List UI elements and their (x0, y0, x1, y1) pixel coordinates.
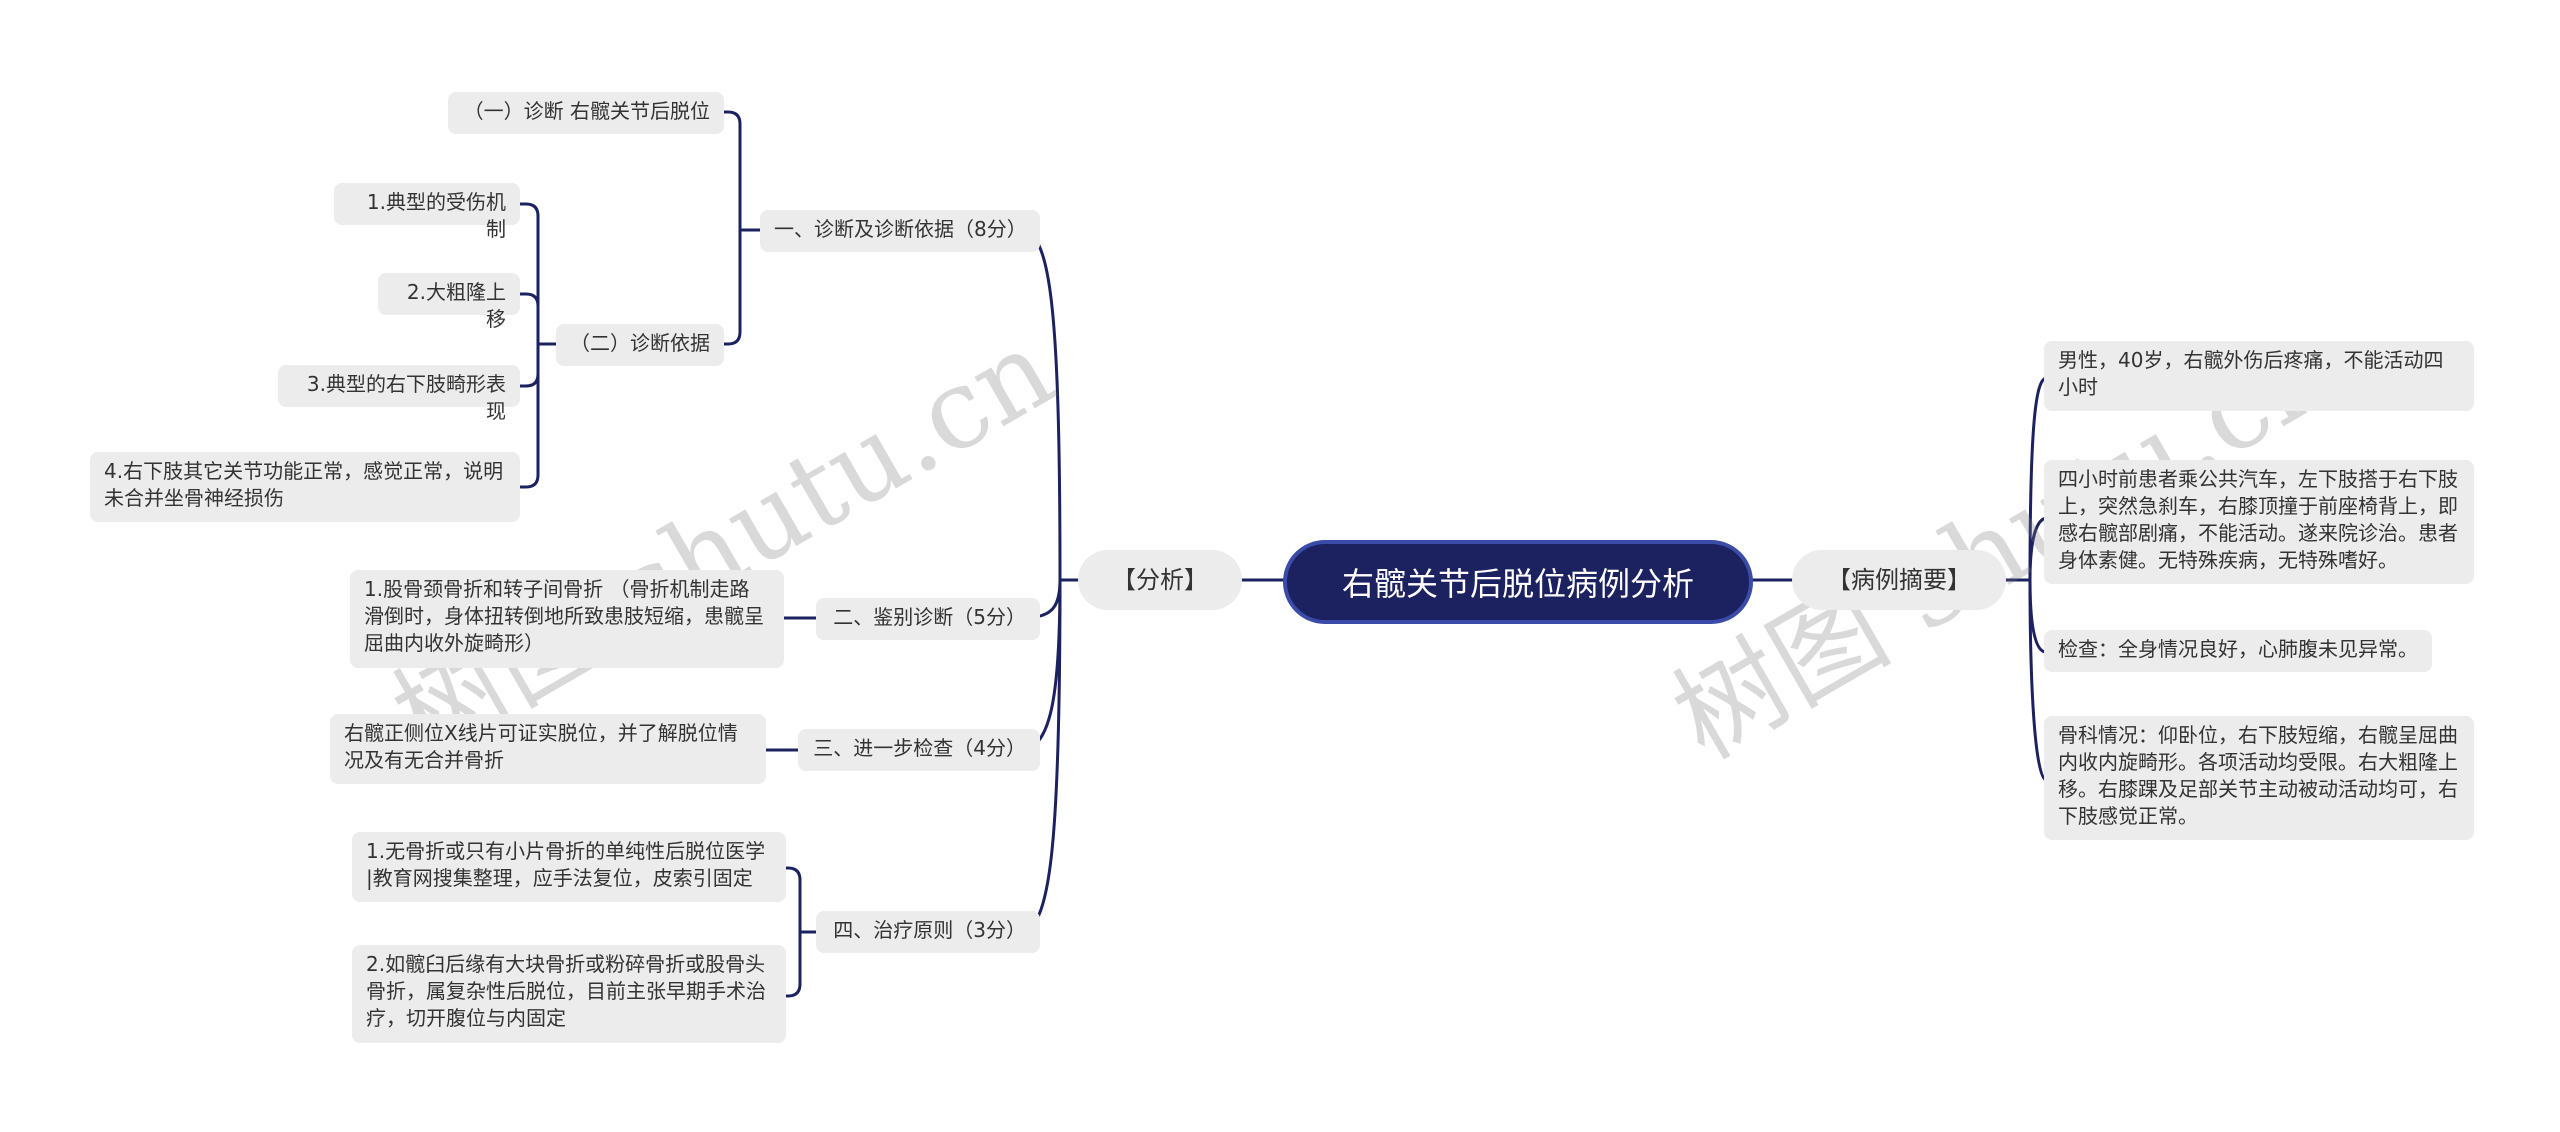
node-basis-item-3[interactable]: 3.典型的右下肢畸形表现 (278, 365, 520, 423)
node-diagnosis[interactable]: 一、诊断及诊断依据（8分） (760, 210, 1040, 252)
edge-basis-2 (516, 292, 540, 346)
root-node[interactable]: 右髋关节后脱位病例分析 (1283, 540, 1753, 624)
branch-case-summary[interactable]: 【病例摘要】 (1792, 550, 2006, 610)
edge-diagnosis-diag (720, 110, 742, 232)
edge-trunk-diagnosis (1018, 228, 1062, 582)
node-exam[interactable]: 三、进一步检查（4分） (798, 729, 1040, 771)
edge-treatment-1 (782, 866, 802, 934)
edge-summary-2 (2028, 516, 2048, 582)
edge-summary-4 (2028, 578, 2048, 782)
node-basis-item-2[interactable]: 2.大粗隆上移 (378, 273, 520, 331)
edge-summary-1 (2028, 376, 2048, 582)
node-differential-item[interactable]: 1.股骨颈骨折和转子间骨折 （骨折机制走路 滑倒时，身体扭转倒地所致患肢短缩，患… (350, 570, 784, 668)
node-summary-item-3[interactable]: 检查：全身情况良好，心肺腹未见异常。 (2044, 630, 2432, 672)
node-treatment-item-1[interactable]: 1.无骨折或只有小片骨折的单纯性后脱位医学 |教育网搜集整理，应手法复位，皮索引… (352, 832, 786, 902)
node-summary-item-4[interactable]: 骨科情况：仰卧位，右下肢短缩，右髋呈屈曲 内收内旋畸形。各项活动均受限。右大粗隆… (2044, 716, 2474, 840)
edge-diagnosis-basis (720, 228, 742, 346)
node-exam-item[interactable]: 右髋正侧位X线片可证实脱位，并了解脱位情 况及有无合并骨折 (330, 714, 766, 784)
branch-analysis[interactable]: 【分析】 (1078, 550, 1242, 610)
edge-basis-1 (516, 202, 540, 346)
node-basis-item-1[interactable]: 1.典型的受伤机制 (334, 183, 520, 241)
node-diagnosis-basis[interactable]: （二）诊断依据 (556, 324, 724, 366)
node-diagnosis-result[interactable]: （一）诊断 右髋关节后脱位 (448, 92, 724, 134)
node-treatment[interactable]: 四、治疗原则（3分） (816, 911, 1040, 953)
node-treatment-item-2[interactable]: 2.如髋臼后缘有大块骨折或粉碎骨折或股骨头 骨折，属复杂性后脱位，目前主张早期手… (352, 945, 786, 1043)
edge-basis-3 (516, 342, 540, 388)
edge-treatment-2 (782, 930, 802, 998)
node-summary-item-2[interactable]: 四小时前患者乘公共汽车，左下肢搭于右下肢 上，突然急刹车，右膝顶撞于前座椅背上，… (2044, 460, 2474, 584)
node-differential[interactable]: 二、鉴别诊断（5分） (816, 598, 1040, 640)
node-basis-item-4[interactable]: 4.右下肢其它关节功能正常，感觉正常，说明 未合并坐骨神经损伤 (90, 452, 520, 522)
edge-basis-4 (516, 342, 540, 489)
node-summary-item-1[interactable]: 男性，40岁，右髋外伤后疼痛，不能活动四 小时 (2044, 341, 2474, 411)
